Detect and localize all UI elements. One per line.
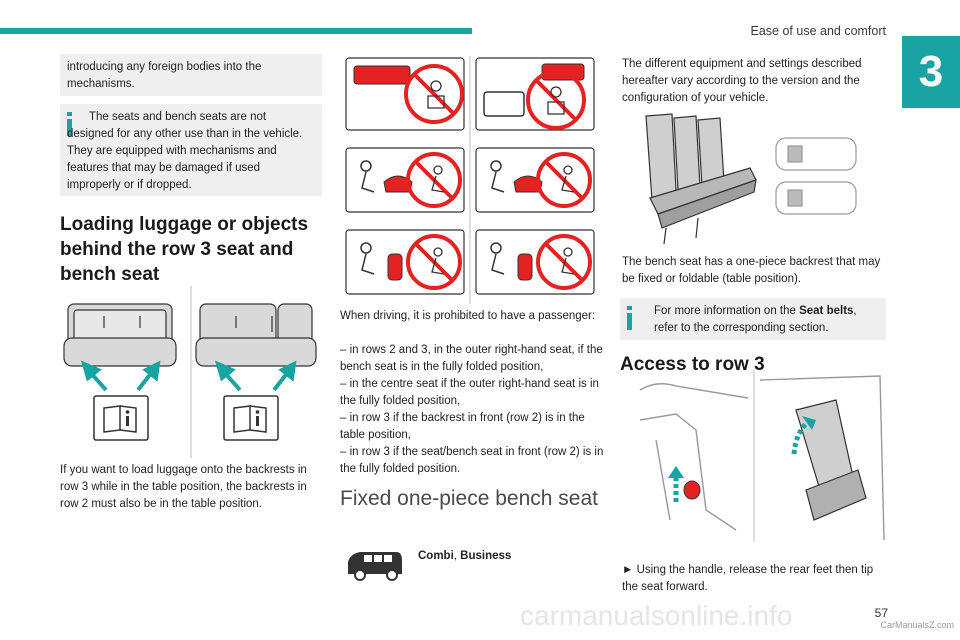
note-box: introducing any foreign bodies into the … [60,54,322,96]
luggage-figure [63,286,317,458]
chapter-tab: 3 [902,36,960,108]
prohibited-item-3: – in row 3 if the backrest in front (row… [340,412,585,441]
prohibited-intro: When driving, it is prohibited to have a… [340,310,596,322]
info-icon [66,112,72,136]
heading-fixed-bench: Fixed one-piece bench seat [340,487,598,510]
info-icon [626,306,632,330]
corner-watermark: CarManualsZ.com [880,620,954,630]
info-seatbelt-pre: For more information on the [654,305,800,317]
prohibited-item-2: – in the centre seat if the outer right-… [340,378,599,407]
info-seatbelt-text: For more information on the Seat belts, … [654,303,882,337]
version-business: Business [460,550,512,562]
heading-access-row3: Access to row 3 [620,354,765,375]
note-box-text: introducing any foreign bodies into the … [67,61,262,90]
prohibited-icon [404,64,592,290]
access-row3-figure [639,370,885,542]
header-accent-bar [0,28,472,34]
manual-book-icon [93,395,279,441]
info-box-seat-belts: For more information on the Seat belts, … [620,298,886,340]
header-title: Ease of use and comfort [750,24,887,38]
release-handle [683,480,701,500]
luggage-paragraph: If you want to load luggage onto the bac… [60,464,307,510]
van-icon [348,552,402,581]
info-box-text: The seats and bench seats are not design… [67,111,303,191]
arrow-icons [673,420,810,502]
site-watermark: carmanualsonline.info [520,600,793,631]
info-box-seats: The seats and bench seats are not design… [60,104,322,196]
bench-seat-illustration [645,113,757,245]
version-list: Combi, Business [418,548,604,565]
arrow-icons [80,360,297,392]
page-number: 57 [874,606,888,620]
info-seatbelt-post: , refer to the corresponding section. [654,305,857,334]
version-separator: , [453,550,461,562]
seat-illustration-right [195,303,317,367]
version-combi: Combi [418,550,454,562]
prohibited-item-4: – in row 3 if the seat/bench seat in fro… [340,446,604,475]
access-step: ► Using the handle, release the rear fee… [622,564,874,593]
bench-paragraph: The bench seat has a one-piece backrest … [622,256,881,285]
prohibited-item-1: – in rows 2 and 3, in the outer right-ha… [340,344,603,373]
heading-loading-luggage: Loading luggage or objects behind the ro… [60,214,309,285]
seat-illustration-left [63,303,177,367]
prohibited-passenger-figure [345,56,595,304]
equipment-paragraph: The different equipment and settings des… [622,58,862,104]
vehicle-topview-icon [775,137,857,215]
bench-seat-figure [645,113,857,245]
seat-belts-link-text: Seat belts [799,305,854,317]
